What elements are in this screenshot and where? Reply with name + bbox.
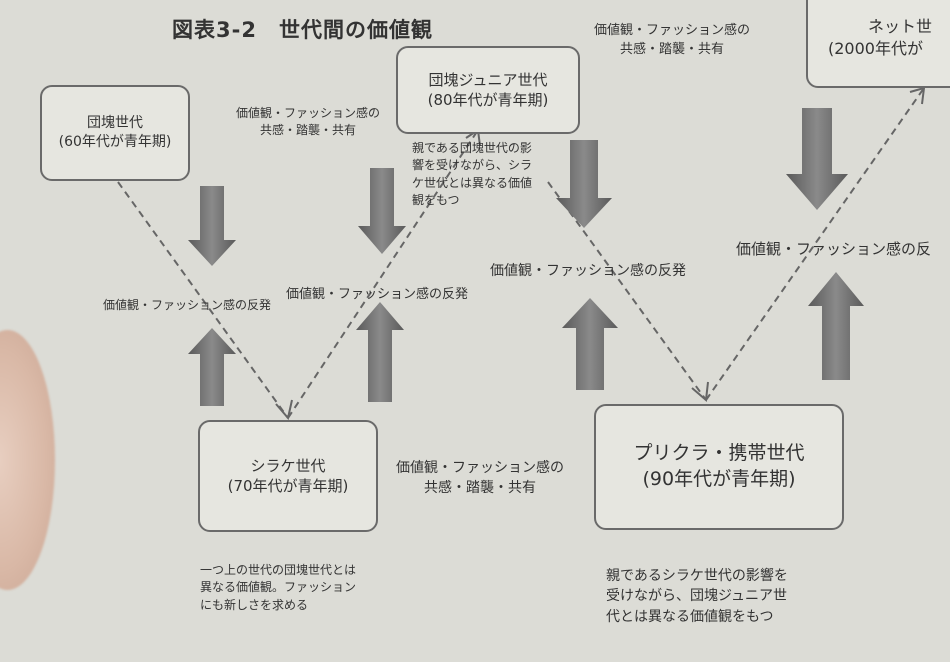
sympathy-2-line2: 共感・踏襲・共有	[620, 41, 725, 57]
figure-title: 図表3-2 世代間の価値観	[172, 18, 433, 42]
dashed-arrowhead-3	[691, 381, 709, 402]
note-shirake-line1: 一つ上の世代の団塊世代とは	[200, 563, 357, 577]
down-arrow-2	[358, 168, 406, 254]
box-purikura: プリクラ・携帯世代 (90年代が青年期)	[594, 404, 844, 530]
down-arrow-4	[786, 108, 848, 210]
note-dankai-junior-line4: 観をもつ	[412, 193, 460, 208]
note-shirake-line2: 異なる価値観。ファッション	[200, 580, 357, 595]
box-net: ネット世 (2000年代が	[806, 0, 950, 88]
note-dankai-junior-line1: 親である団塊世代の影	[412, 141, 532, 155]
note-purikura-line1: 親であるシラケ世代の影響を	[606, 568, 788, 584]
net-name: ネット世	[868, 17, 933, 37]
net-period: (2000年代が	[828, 39, 923, 58]
note-shirake-line3: にも新しさを求める	[200, 597, 309, 612]
down-arrow-3	[556, 140, 612, 228]
box-shirake: シラケ世代 (70年代が青年期)	[198, 420, 378, 532]
up-arrow-2	[356, 302, 404, 402]
box-dankai: 団塊世代 (60年代が青年期)	[40, 85, 190, 181]
sympathy-1-line1: 価値観・ファッション感の	[236, 106, 381, 120]
sympathy-2-line1: 価値観・ファッション感の	[594, 23, 751, 38]
backlash-label-3: 価値観・ファッション感の反発	[490, 263, 686, 279]
dashed-arrowhead-4	[909, 86, 926, 105]
dankai-name: 団塊世代	[87, 115, 143, 132]
dashed-arrowhead-1	[275, 399, 293, 421]
purikura-name: プリクラ・携帯世代	[633, 442, 805, 465]
up-arrow-3	[562, 298, 618, 390]
backlash-label-1: 価値観・ファッション感の反発	[103, 298, 272, 312]
note-dankai-junior-line3: ケ世代とは異なる価値	[412, 175, 533, 190]
sympathy-1-line2: 共感・踏襲・共有	[260, 123, 357, 138]
backlash-label-2: 価値観・ファッション感の反発	[286, 287, 469, 302]
sympathy-label-2: 価値観・ファッション感の 共感・踏襲・共有	[594, 22, 750, 60]
dashed-line-dankai-shirake	[117, 181, 289, 419]
purikura-period: (90年代が青年期)	[642, 468, 796, 490]
up-arrow-4	[808, 272, 864, 380]
shirake-name: シラケ世代	[250, 456, 326, 475]
box-dankai-junior: 団塊ジュニア世代 (80年代が青年期)	[396, 46, 580, 134]
backlash-label-4: 価値観・ファッション感の反	[736, 240, 932, 258]
note-dankai-junior: 親である団塊世代の影 響を受けながら、シラ ケ世代とは異なる価値 観をもつ	[412, 140, 532, 210]
up-arrow-1	[188, 328, 236, 406]
note-shirake: 一つ上の世代の団塊世代とは 異なる価値観。ファッション にも新しさを求める	[200, 562, 356, 614]
dankai-junior-name: 団塊ジュニア世代	[428, 70, 548, 89]
note-purikura-line3: 代とは異なる価値観をもつ	[606, 608, 774, 625]
note-dankai-junior-line2: 響を受けながら、シラ	[412, 158, 533, 173]
note-purikura: 親であるシラケ世代の影響を 受けながら、団塊ジュニア世 代とは異なる価値観をもつ	[606, 566, 788, 627]
sympathy-3-line1: 価値観・ファッション感の	[396, 460, 564, 476]
shirake-period: (70年代が青年期)	[227, 477, 349, 495]
note-purikura-line2: 受けながら、団塊ジュニア世	[606, 588, 788, 605]
dashed-line-purikura-net	[705, 87, 925, 401]
dankai-period: (60年代が青年期)	[58, 134, 172, 150]
dashed-line-junior-purikura	[547, 181, 707, 401]
dashed-line-shirake-junior	[287, 129, 479, 419]
sympathy-label-1: 価値観・ファッション感の 共感・踏襲・共有	[236, 105, 380, 140]
sympathy-label-3: 価値観・ファッション感の 共感・踏襲・共有	[396, 458, 564, 499]
sympathy-3-line2: 共感・踏襲・共有	[424, 480, 536, 497]
dankai-junior-period: (80年代が青年期)	[427, 91, 549, 109]
down-arrow-1	[188, 186, 236, 266]
